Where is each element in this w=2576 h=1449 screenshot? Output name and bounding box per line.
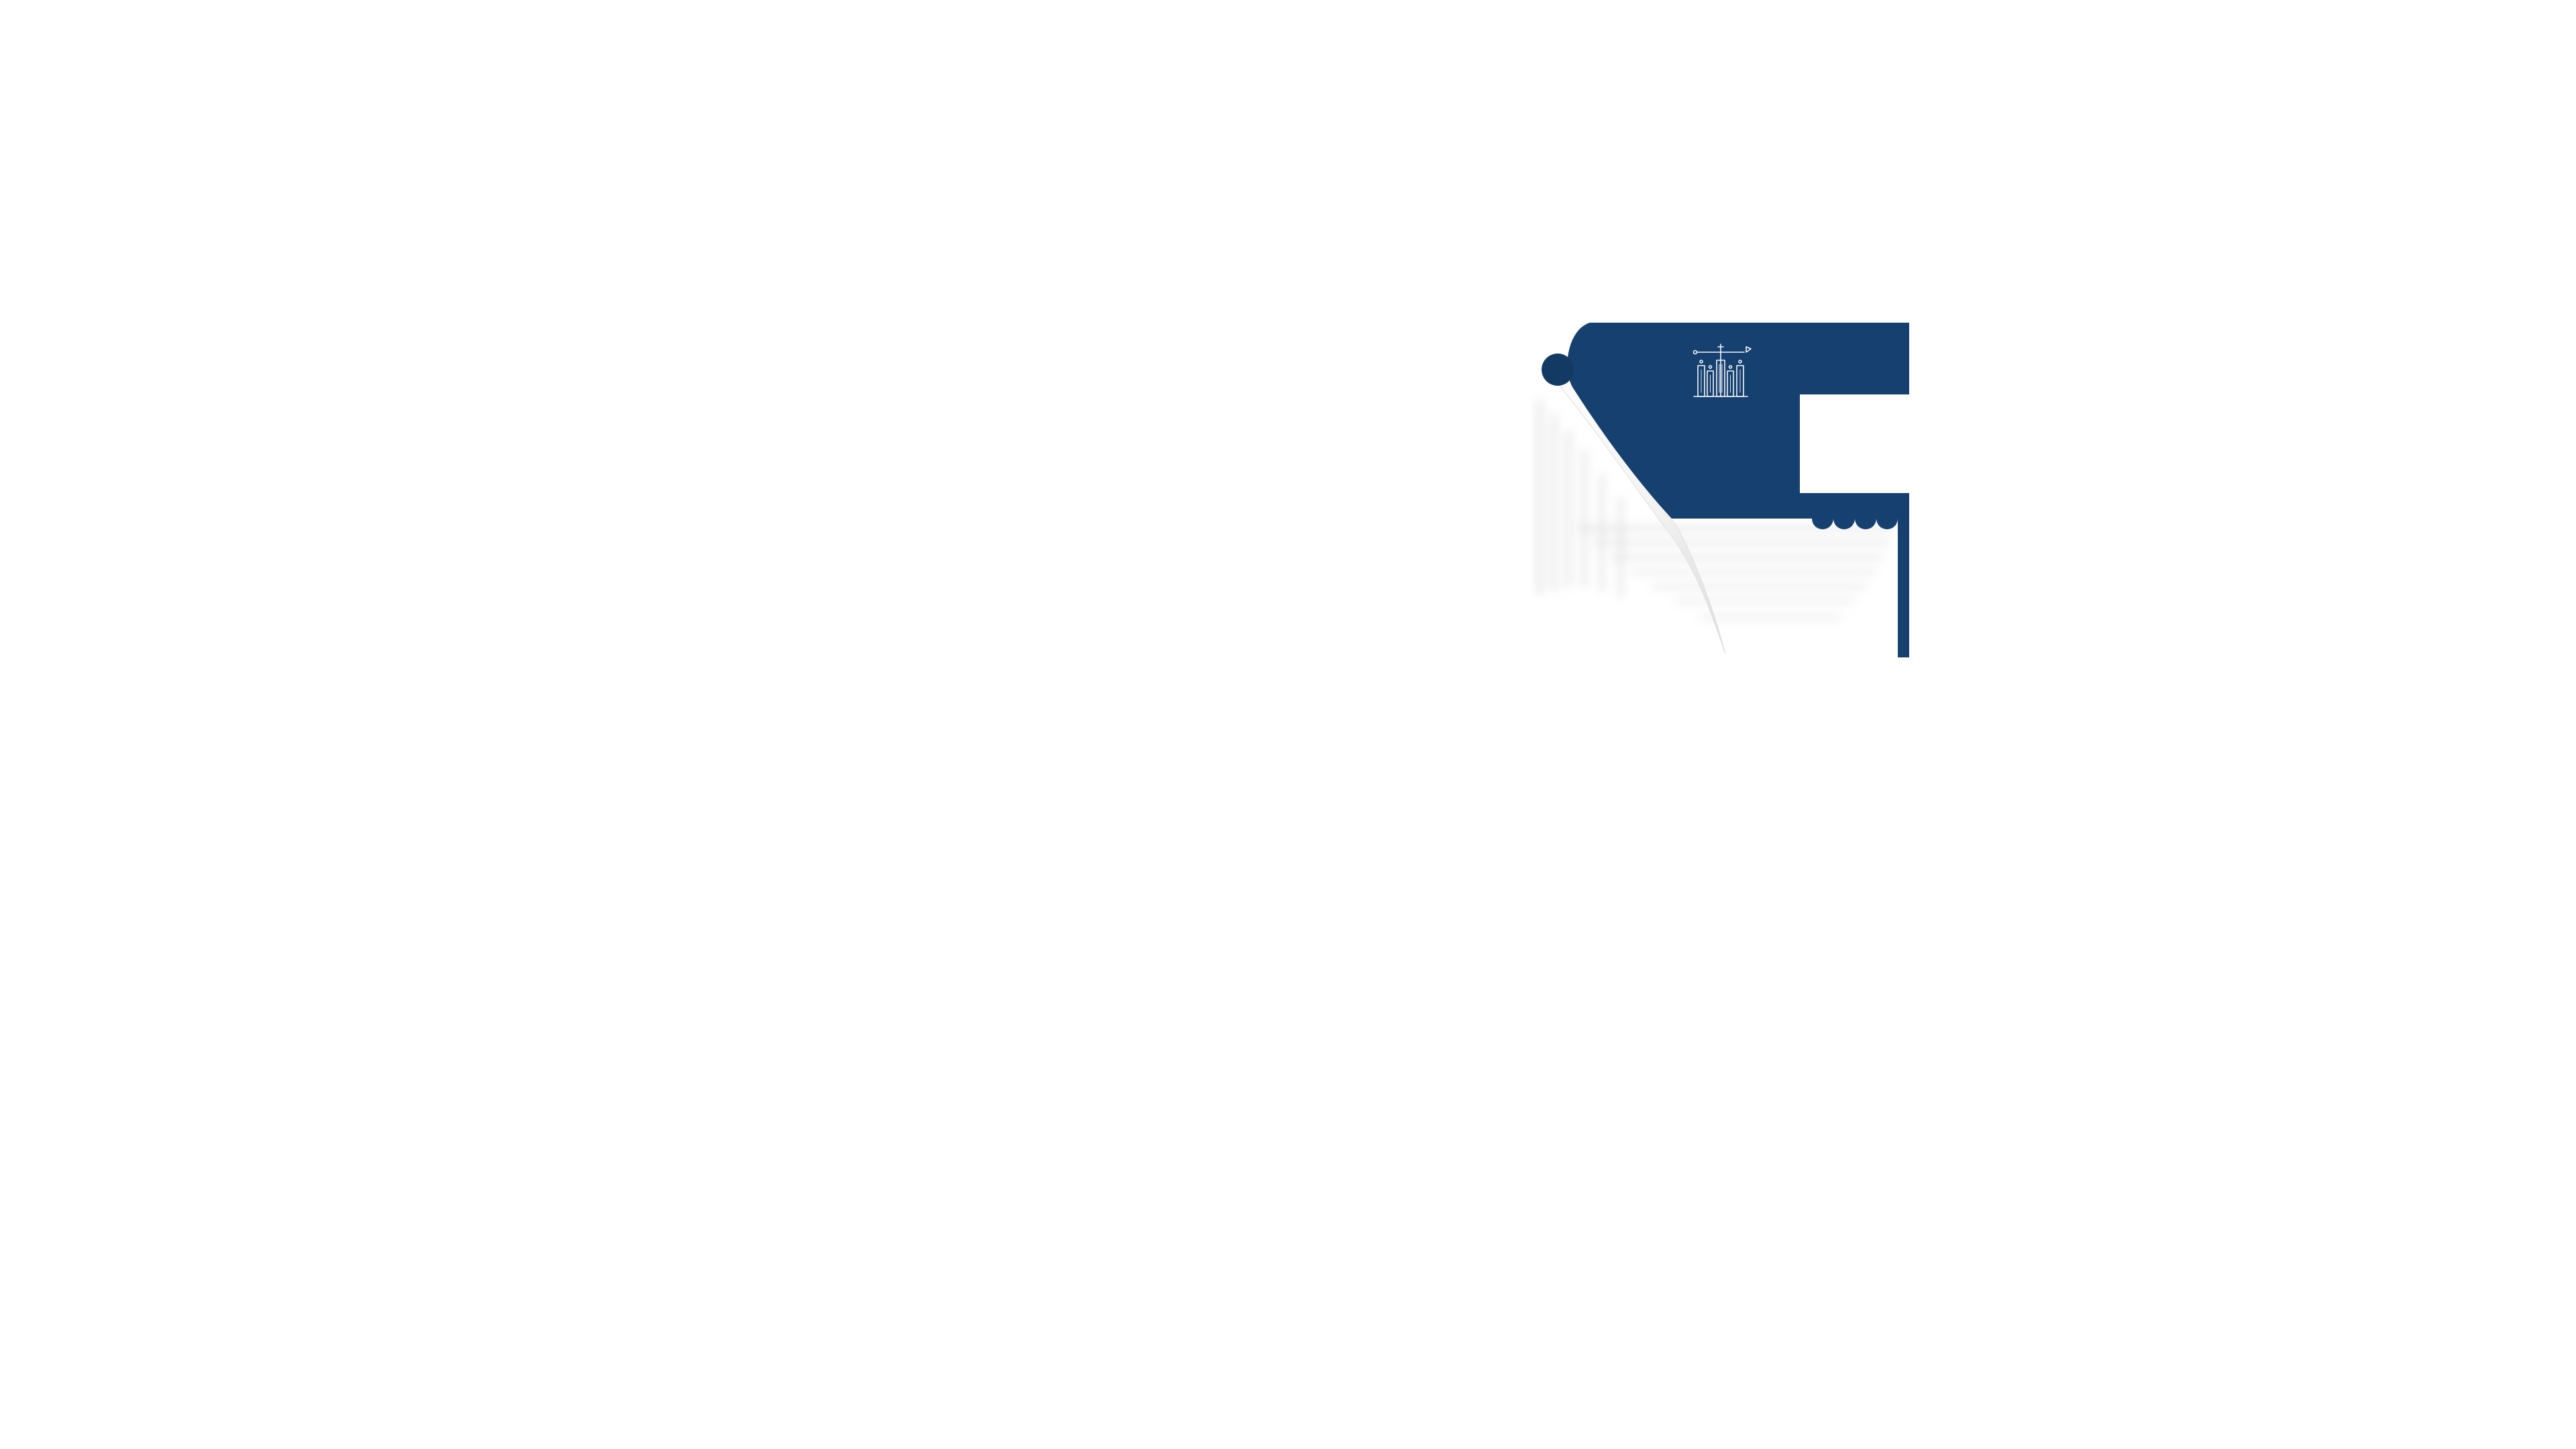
logo-container [1531, 323, 1909, 659]
pen-ball [1542, 354, 1574, 386]
brush-shadow-streaks-bottom [1578, 525, 1893, 619]
logo-graphic [1536, 323, 1909, 657]
brush-shadow-streaks-left [1536, 400, 1623, 598]
building-facade-emblem-icon [1693, 343, 1752, 397]
flag-banner [1567, 323, 1909, 657]
